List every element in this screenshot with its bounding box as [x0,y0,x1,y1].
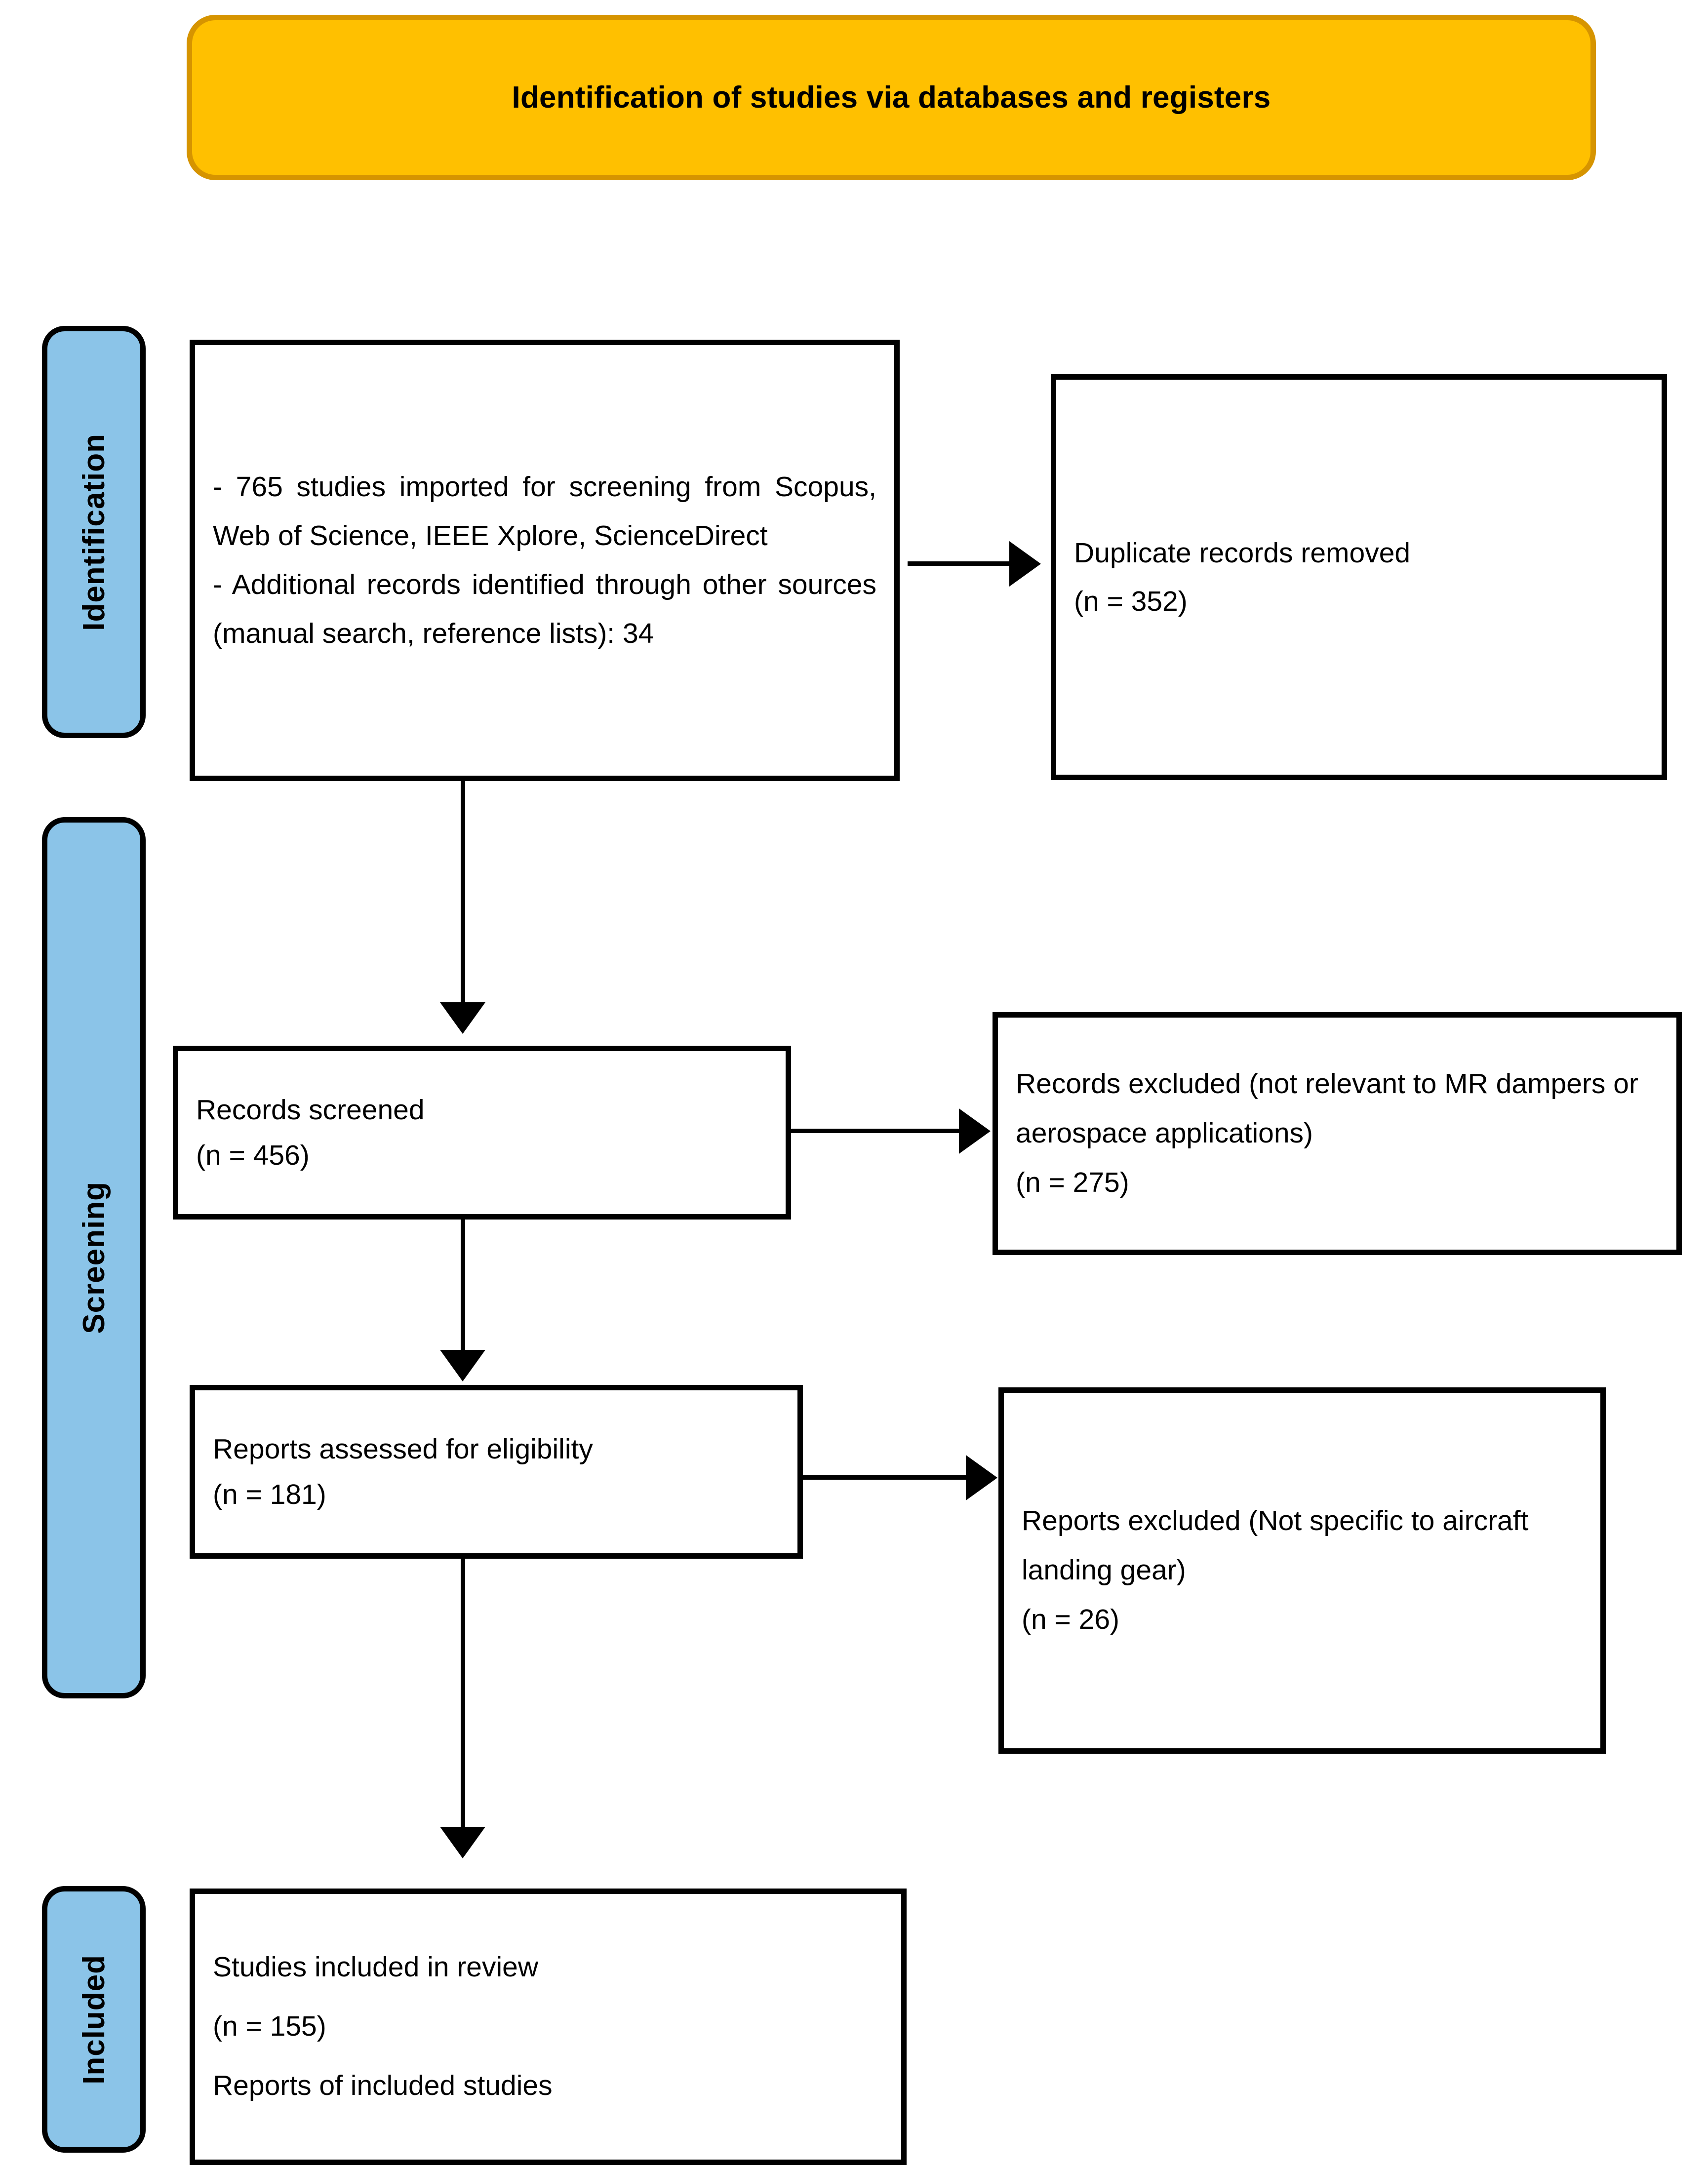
box-duplicate-records-removed-line1: Duplicate records removed [1074,537,1411,569]
connector-assessed-to-reports-excluded-line [803,1475,966,1480]
box-records-screened-count: (n = 456) [196,1140,310,1171]
connector-assessed-to-included-line [461,1559,465,1829]
arrow-right-icon-assessed-to-reports-excluded [966,1455,997,1500]
box-duplicate-records-removed: Duplicate records removed (n = 352) [1051,374,1667,780]
connector-identified-to-screened-line [461,781,465,1004]
connector-screened-to-assessed-line [461,1220,465,1352]
box-records-excluded-count: (n = 275) [1016,1166,1129,1198]
box-reports-excluded: Reports excluded (Not specific to aircra… [998,1387,1606,1754]
box-studies-identified-line2: - Additional records identified through … [213,569,876,650]
arrow-right-icon-screened-to-records-excluded [959,1108,991,1154]
stage-label-identification: Identification [42,326,146,738]
connector-identified-to-duplicates-line [908,561,1009,566]
box-studies-identified: - 765 studies imported for screening fro… [190,340,900,781]
stage-label-screening-text: Screening [77,1181,111,1334]
box-records-excluded: Records excluded (not relevant to MR dam… [993,1012,1682,1255]
box-reports-assessed-line1: Reports assessed for eligibility [213,1433,593,1465]
box-studies-included-in-review: Studies included in review (n = 155) Rep… [190,1889,907,2165]
box-included-studies-line3: Reports of included studies [213,2069,553,2101]
stage-label-screening: Screening [42,817,146,1698]
box-records-excluded-line1: Records excluded (not relevant to MR dam… [1016,1068,1638,1149]
stage-label-included-text: Included [77,1954,111,2085]
box-reports-assessed-count: (n = 181) [213,1479,326,1510]
box-duplicate-records-removed-count: (n = 352) [1074,586,1188,617]
arrow-down-icon-assessed-to-included [440,1827,485,1858]
box-reports-assessed-for-eligibility: Reports assessed for eligibility (n = 18… [190,1385,803,1559]
box-records-screened: Records screened (n = 456) [173,1046,791,1220]
banner-title: Identification of studies via databases … [512,80,1271,115]
connector-screened-to-records-excluded-line [791,1129,959,1133]
stage-label-identification-text: Identification [77,433,111,631]
arrow-right-icon-identified-to-duplicates [1009,541,1041,587]
box-records-screened-line1: Records screened [196,1094,425,1126]
box-included-studies-count: (n = 155) [213,2010,326,2043]
diagram-banner: Identification of studies via databases … [187,15,1596,180]
arrow-down-icon-identified-to-screened [440,1002,485,1034]
arrow-down-icon-screened-to-assessed [440,1350,485,1381]
box-reports-excluded-line1: Reports excluded (Not specific to aircra… [1022,1505,1529,1586]
box-included-studies-line1: Studies included in review [213,1951,539,1983]
box-studies-identified-line1: - 765 studies imported for screening fro… [213,471,876,551]
stage-label-included: Included [42,1886,146,2153]
box-reports-excluded-count: (n = 26) [1022,1603,1120,1635]
